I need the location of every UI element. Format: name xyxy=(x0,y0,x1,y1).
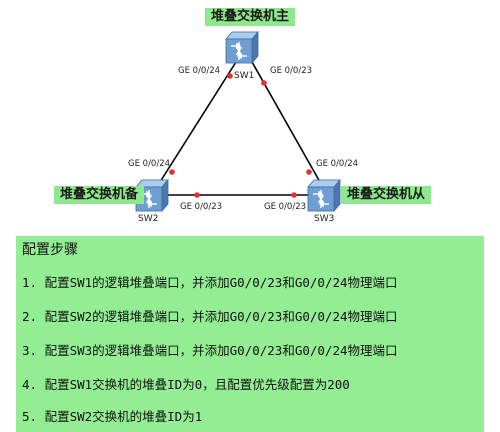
port-dot-sw1-ge24 xyxy=(227,73,233,79)
backup-switch-label: 堆叠交换机备 xyxy=(54,186,145,204)
switch-name-sw3: SW3 xyxy=(314,214,335,224)
port-dot-sw3-ge23 xyxy=(291,192,297,198)
port-dot-sw2-ge23 xyxy=(194,192,200,198)
port-label-sw3-ge24: GE 0/0/24 xyxy=(316,159,359,169)
port-label-sw1-ge23: GE 0/0/23 xyxy=(270,66,313,76)
switch-name-sw2: SW2 xyxy=(138,214,159,224)
step-item: 2. 配置SW2的逻辑堆叠端口，并添加G0/0/23和G0/0/24物理端口 xyxy=(22,309,398,324)
port-label-sw2-ge24: GE 0/0/24 xyxy=(128,159,171,169)
port-label-sw1-ge24: GE 0/0/24 xyxy=(178,66,221,76)
link-sw1-sw2 xyxy=(159,61,237,183)
config-steps-panel: 配置步骤 1. 配置SW1的逻辑堆叠端口，并添加G0/0/23和G0/0/24物… xyxy=(16,236,484,432)
master-switch-label: 堆叠交换机主 xyxy=(205,8,296,26)
step-item: 4. 配置SW1交换机的堆叠ID为0，且配置优先级配置为200 xyxy=(22,377,350,392)
step-item: 3. 配置SW3的逻辑堆叠端口，并添加G0/0/23和G0/0/24物理端口 xyxy=(22,343,398,358)
topology-links xyxy=(159,61,321,198)
port-label-sw2-ge23: GE 0/0/23 xyxy=(180,202,223,212)
steps-title: 配置步骤 xyxy=(22,242,78,258)
port-dot-sw1-ge23 xyxy=(261,80,267,86)
switch-name-sw1: SW1 xyxy=(234,71,255,81)
switch-icon xyxy=(225,30,259,64)
slave-switch-label: 堆叠交换机从 xyxy=(341,186,432,204)
step-item: 1. 配置SW1的逻辑堆叠端口，并添加G0/0/23和G0/0/24物理端口 xyxy=(22,275,398,290)
switch-icon xyxy=(307,178,341,212)
step-item: 5. 配置SW2交换机的堆叠ID为1 xyxy=(22,409,203,424)
port-label-sw3-ge23: GE 0/0/23 xyxy=(264,202,307,212)
stack-topology-diagram: 堆叠交换机主 堆叠交换机备 堆叠交换机从 SW1 SW2 SW3 GE 0/0/… xyxy=(54,8,432,224)
link-sw1-sw3 xyxy=(251,61,321,183)
port-dot-sw3-ge24 xyxy=(306,169,312,175)
port-dot-sw2-ge24 xyxy=(169,169,175,175)
